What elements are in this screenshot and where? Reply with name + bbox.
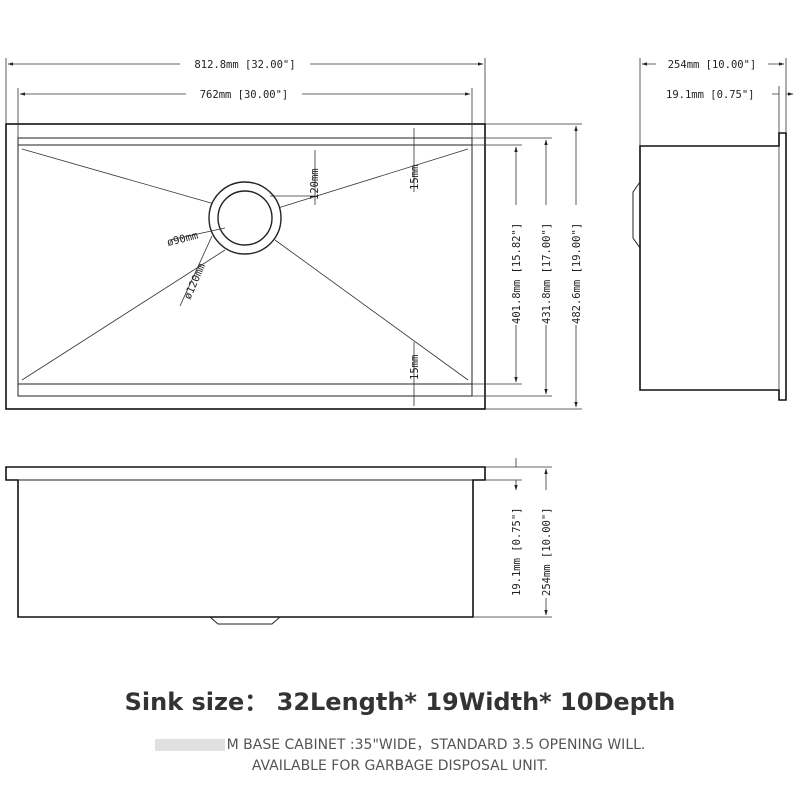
- sink-outer-rim: [5, 123, 486, 410]
- cabinet-note-line-1: M BASE CABINET :35"WIDE，STANDARD 3.5 OPE…: [0, 734, 800, 754]
- slope-line-top-right: [277, 148, 469, 209]
- front-view: 19.1mm [0.75"] 254mm [10.00"]: [5, 458, 553, 625]
- overall-length-label: 482.6mm [19.00"]: [571, 223, 583, 324]
- slope-line-bottom-left: [21, 249, 226, 381]
- bottom-ledge-label: 15mm: [409, 355, 421, 380]
- sink-inner-bowl: [17, 137, 473, 397]
- side-drain-bump: [632, 181, 641, 249]
- front-flange-label: 19.1mm [0.75"]: [511, 507, 523, 596]
- drain-offset-leader: [270, 150, 316, 205]
- cabinet-note-text: M BASE CABINET :35"WIDE，STANDARD 3.5 OPE…: [226, 737, 646, 753]
- top-view: ø90mm ø120mm 120mm 15mm 15mm 812.8mm [32…: [5, 56, 583, 410]
- side-view: 254mm [10.00"] 19.1mm [0.75"]: [632, 56, 793, 401]
- drain-opening-circle: [217, 190, 273, 246]
- drain-opening-leader: [169, 227, 226, 241]
- overall-width-label: 812.8mm [32.00"]: [194, 59, 295, 71]
- side-depth-label: 254mm [10.00"]: [668, 59, 757, 71]
- bowl-depth-label: 401.8mm [15.82"]: [511, 223, 523, 324]
- length-ext-lines: [472, 123, 582, 410]
- drain-offset-label: 120mm: [309, 168, 321, 200]
- drain-flange-leader: [179, 235, 213, 307]
- obscured-text: [154, 739, 225, 751]
- drain-opening-label: ø90mm: [166, 230, 200, 249]
- slope-line-bottom-right: [274, 239, 469, 381]
- sink-size-headline: Sink size： 32Length* 19Width* 10Depth: [124, 688, 676, 716]
- drain-flange-label: ø120mm: [182, 262, 208, 302]
- front-drain-tab: [209, 616, 281, 625]
- top-ledge-label: 15mm: [409, 165, 421, 190]
- front-depth-label: 254mm [10.00"]: [541, 507, 553, 596]
- side-profile-outline: [639, 132, 787, 401]
- inner-length-label: 431.8mm [17.00"]: [541, 223, 553, 324]
- side-flange-label: 19.1mm [0.75"]: [666, 89, 755, 101]
- inner-width-label: 762mm [30.00"]: [200, 89, 289, 101]
- slope-line-top-left: [21, 148, 219, 206]
- front-profile-outline: [5, 466, 486, 618]
- cabinet-note-line-2: AVAILABLE FOR GARBAGE DISPOSAL UNIT.: [251, 758, 549, 774]
